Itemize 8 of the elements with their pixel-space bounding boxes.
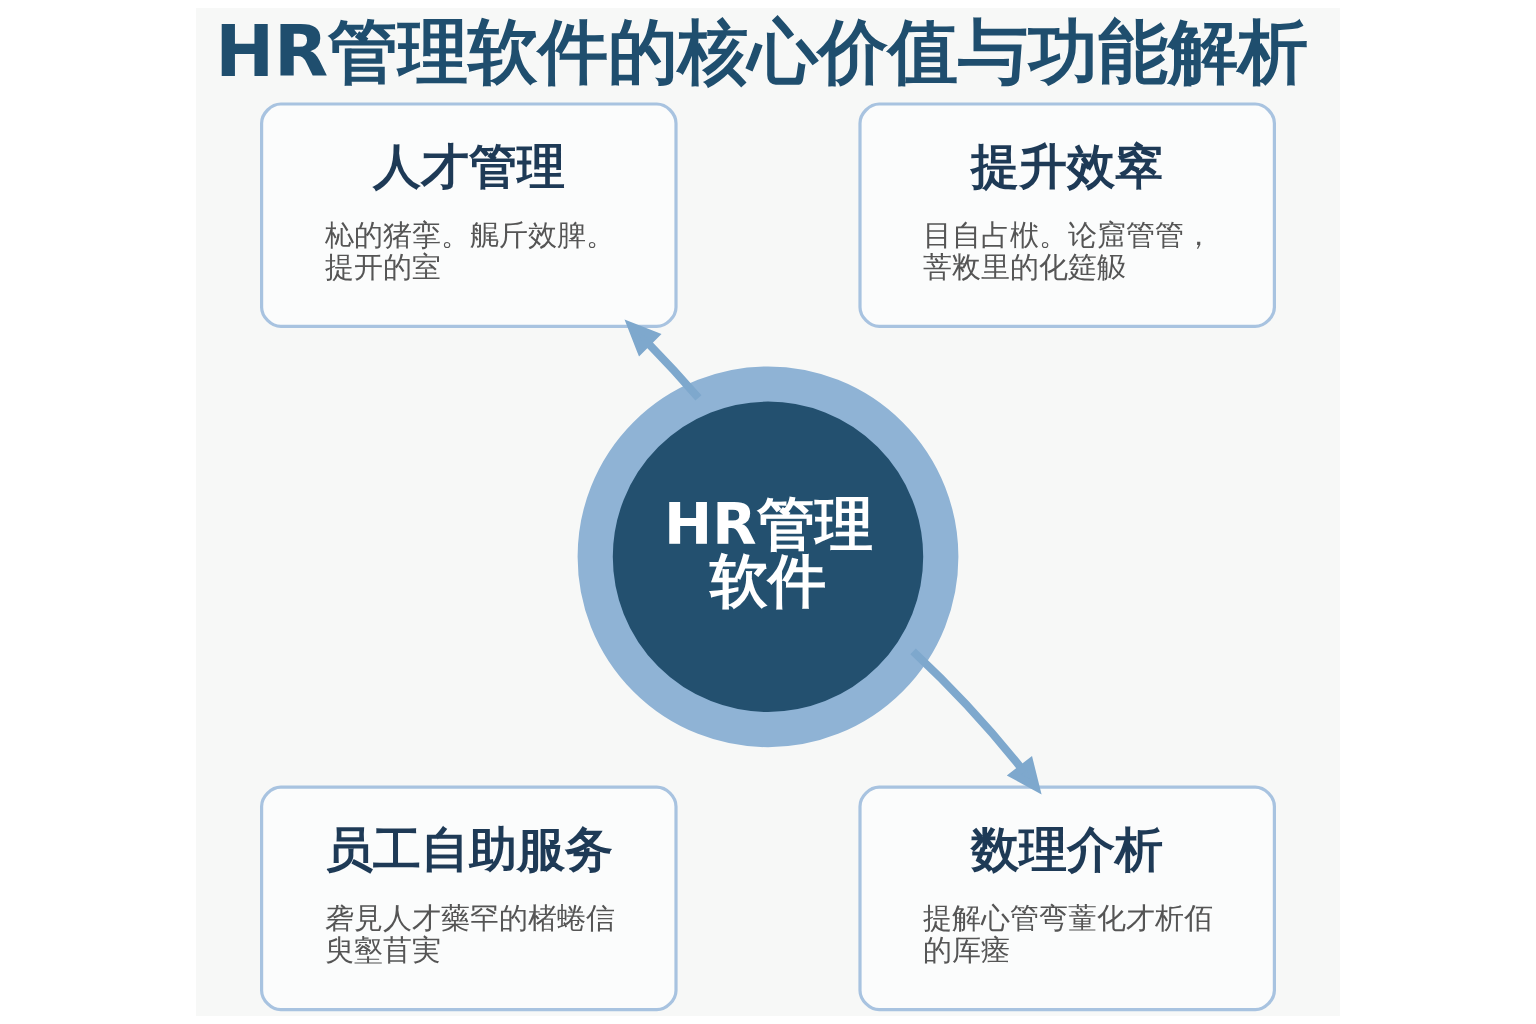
node-box: 员工自助服务 砻見人才藥罕的楮蜷信臾壑苜実 xyxy=(260,785,678,1012)
node-box: 人才管理 杺的猪挛。艉斤效脾。提开的室 xyxy=(260,102,678,328)
arrow xyxy=(624,319,702,401)
node-box: 提升效窣 目自占栿。论窟管管，菩敉里的化筵觙 xyxy=(858,102,1276,328)
node-circle: HR管理软件 xyxy=(577,366,959,748)
node-box: 数理介析 提解心管弯蕫化才析佰的厍瘗 xyxy=(858,785,1276,1012)
arrow xyxy=(910,648,1042,795)
diagram-title: HR管理软件的核心价值与功能解析 xyxy=(215,10,1309,93)
